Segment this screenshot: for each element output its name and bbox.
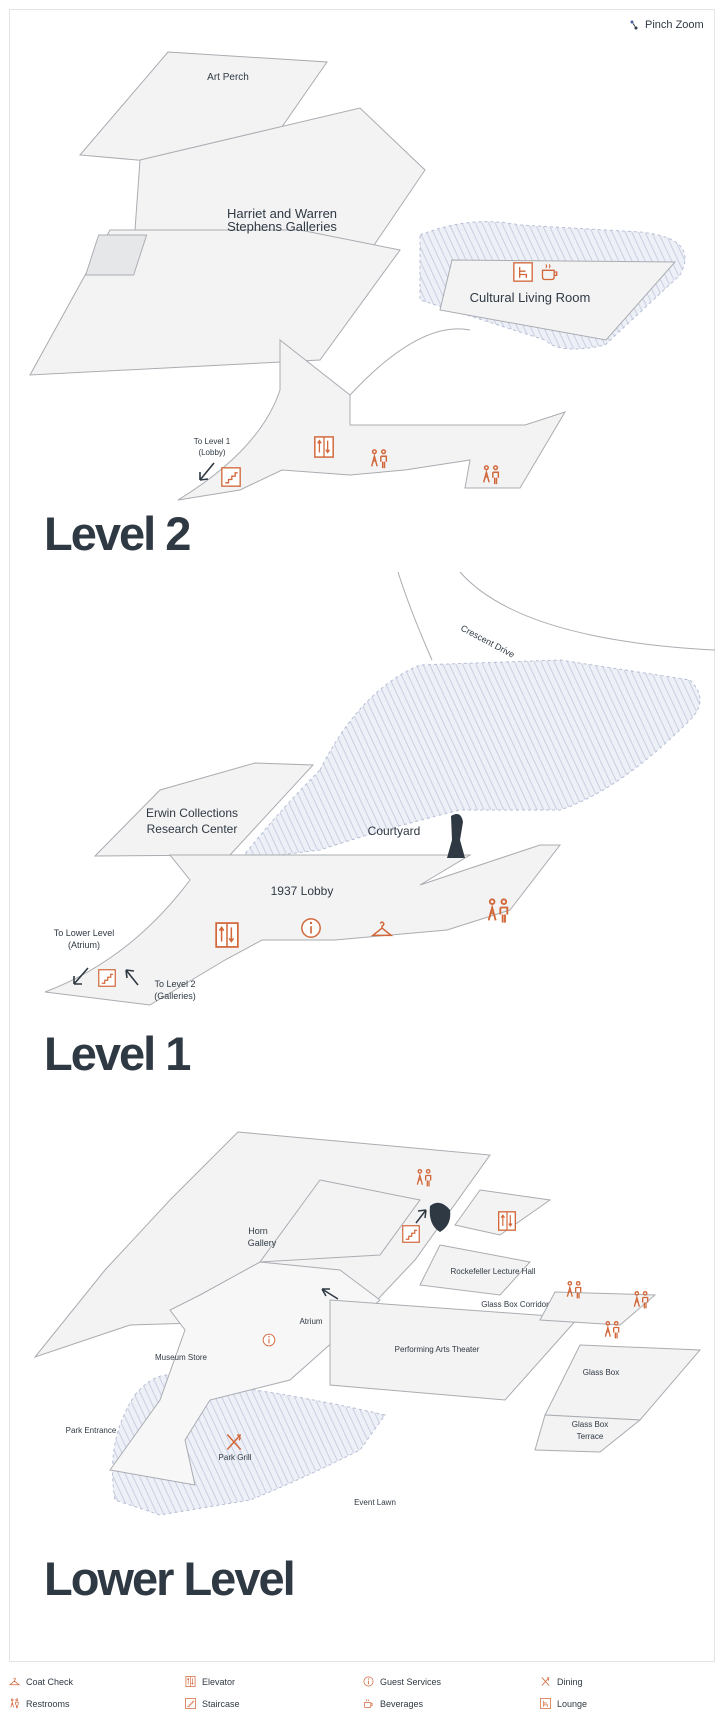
chair-icon — [540, 1698, 551, 1709]
arrow-up-right-icon — [415, 1209, 427, 1224]
stairs-icon — [402, 1225, 420, 1243]
legend: Coat Check Elevator Guest Services Dinin… — [0, 1676, 724, 1726]
cultural-living-room-label: Cultural Living Room — [470, 290, 591, 305]
level-2-title: Level 2 — [44, 507, 190, 560]
to-level-1-label-2: (Lobby) — [198, 448, 225, 457]
map-frame — [9, 9, 715, 1662]
level-1-map — [44, 571, 716, 1006]
stairs-icon — [98, 969, 116, 987]
arrow-down-left-icon — [199, 462, 215, 481]
glass-box-terrace — [534, 1414, 642, 1453]
lower-level-map — [33, 1131, 702, 1516]
to-level-2-label-1: To Level 2 — [154, 979, 195, 989]
pinch-zoom-label: Pinch Zoom — [645, 19, 704, 31]
level-2-labels: Art Perch Harriet and Warren Stephens Ga… — [194, 72, 591, 487]
elevator-icon — [497, 1211, 516, 1231]
legend-item-lounge[interactable]: Lounge — [540, 1698, 587, 1709]
terrace-label-1: Glass Box — [572, 1420, 608, 1429]
legend-label: Beverages — [380, 1698, 424, 1709]
to-lower-label-2: (Atrium) — [68, 940, 100, 950]
info-icon — [262, 1333, 276, 1347]
courtyard-label: Courtyard — [368, 824, 421, 838]
stairs-icon — [221, 467, 241, 487]
to-lower-label-1: To Lower Level — [54, 928, 115, 938]
museum-store-label: Museum Store — [155, 1353, 208, 1362]
legend-label: Lounge — [557, 1698, 588, 1709]
performing-arts-label: Performing Arts Theater — [395, 1345, 480, 1354]
to-level-1-label-1: To Level 1 — [194, 437, 231, 446]
road-curve-1 — [397, 571, 433, 661]
galleries-label-1: Harriet and Warren — [227, 206, 337, 221]
elevator-icon — [185, 1676, 196, 1687]
pinch-icon — [630, 20, 638, 30]
level-2-map — [29, 51, 686, 501]
elevator-icon — [314, 436, 334, 458]
arrow-up-left-icon — [125, 969, 139, 986]
atrium-label: Atrium — [299, 1317, 322, 1326]
arrow-up-icon — [321, 1288, 339, 1300]
horn-gallery-room — [258, 1179, 421, 1263]
lower-level-title: Lower Level — [44, 1552, 294, 1605]
glass-box-corridor-label: Glass Box Corridor — [481, 1300, 549, 1309]
legend-label: Restrooms — [26, 1698, 70, 1709]
legend-item-guest-services[interactable]: Guest Services — [363, 1676, 441, 1687]
legend-item-restrooms[interactable]: Restrooms — [9, 1698, 70, 1709]
coffee-icon — [363, 1698, 374, 1709]
art-perch-label: Art Perch — [207, 72, 249, 83]
park-grill-label: Park Grill — [219, 1453, 252, 1462]
galleries-block-main — [29, 229, 401, 376]
research-center-label-2: Research Center — [147, 822, 238, 836]
crescent-drive-label: Crescent Drive — [459, 623, 516, 660]
legend-item-beverages[interactable]: Beverages — [363, 1698, 423, 1709]
atrium-space — [109, 1261, 381, 1486]
research-center-label-1: Erwin Collections — [146, 806, 238, 820]
legend-label: Staircase — [202, 1698, 240, 1709]
fork-knife-icon — [540, 1676, 551, 1687]
lobby-label: 1937 Lobby — [271, 884, 334, 898]
lecture-hall-room — [419, 1244, 531, 1296]
terrace-label-2: Terrace — [577, 1432, 604, 1441]
level-2-corridor — [177, 338, 567, 501]
legend-label: Dining — [557, 1676, 583, 1687]
elevator-icon — [215, 922, 239, 948]
info-icon — [363, 1676, 374, 1687]
info-icon — [301, 918, 321, 938]
arrow-down-left-icon — [73, 967, 89, 985]
lower-level-labels: Horn Gallery Rockefeller Lecture Hall Gl… — [66, 1168, 649, 1507]
legend-label: Coat Check — [26, 1676, 74, 1687]
courtyard-garden — [238, 659, 701, 861]
legend-label: Elevator — [202, 1676, 236, 1687]
research-center-room — [93, 762, 315, 857]
horn-gallery-label-1: Horn — [248, 1226, 268, 1236]
rockefeller-label: Rockefeller Lecture Hall — [451, 1267, 536, 1276]
legend-item-elevator[interactable]: Elevator — [185, 1676, 235, 1687]
glass-box-room — [544, 1344, 702, 1421]
east-rooms — [539, 1291, 657, 1326]
legend-item-coat-check[interactable]: Coat Check — [9, 1676, 73, 1687]
pinch-zoom-button[interactable]: Pinch Zoom — [628, 16, 704, 34]
cultural-living-room — [439, 259, 677, 341]
level-1-title: Level 1 — [44, 1027, 190, 1080]
hanger-icon — [9, 1676, 20, 1687]
to-level-2-label-2: (Galleries) — [154, 991, 196, 1001]
chair-icon — [513, 262, 533, 282]
restroom-icon — [9, 1698, 20, 1709]
galleries-label-2: Stephens Galleries — [227, 219, 337, 234]
sculpture-icon — [447, 814, 465, 858]
event-lawn-label: Event Lawn — [354, 1498, 396, 1507]
road-curve-2 — [459, 571, 716, 651]
glass-box-label: Glass Box — [583, 1368, 619, 1377]
legend-item-dining[interactable]: Dining — [540, 1676, 583, 1687]
legend-item-staircase[interactable]: Staircase — [185, 1698, 240, 1709]
gallery-inner-room — [84, 234, 148, 276]
performing-arts-theater — [329, 1299, 580, 1401]
legend-label: Guest Services — [380, 1676, 442, 1687]
park-entrance-label: Park Entrance — [66, 1426, 117, 1435]
stairs-icon — [185, 1698, 196, 1709]
sculpture-icon — [429, 1202, 451, 1232]
horn-gallery-label-2: Gallery — [248, 1238, 277, 1248]
